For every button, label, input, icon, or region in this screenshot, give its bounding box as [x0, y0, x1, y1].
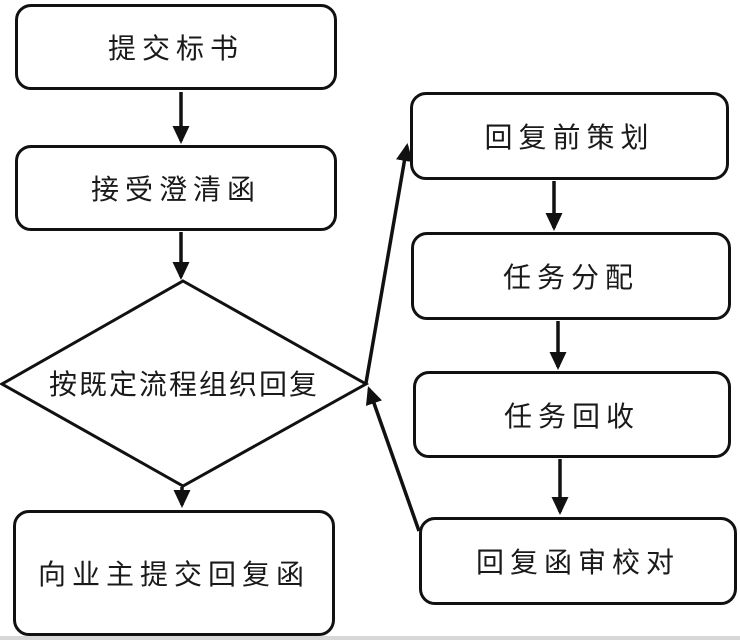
node-task-allocation-label: 任务分配 — [502, 263, 639, 294]
node-pre-reply-planning: 回复前策划 — [410, 92, 729, 180]
node-organize-reply-label: 按既定流程组织回复 — [34, 355, 334, 411]
node-task-collection: 任务回收 — [413, 371, 731, 458]
node-receive-clarification: 接受澄清函 — [15, 145, 337, 231]
node-submit-reply-to-owner: 向业主提交回复函 — [13, 510, 335, 636]
scan-artifact-strip — [0, 636, 740, 640]
node-submit-bid-label: 提交标书 — [107, 34, 244, 65]
node-organize-reply-text: 按既定流程组织回复 — [48, 370, 319, 401]
node-reply-letter-review: 回复函审校对 — [419, 517, 737, 605]
node-reply-letter-review-label: 回复函审校对 — [475, 548, 680, 579]
decision-diamond — [0, 279, 370, 488]
node-task-collection-label: 任务回收 — [503, 401, 640, 433]
node-submit-reply-to-owner-label: 向业主提交回复函 — [37, 560, 310, 591]
arrow-decision-to-pre-reply-planning — [364, 143, 413, 384]
node-pre-reply-planning-label: 回复前策划 — [484, 123, 655, 154]
arrow-reply-review-to-decision — [365, 386, 421, 532]
node-submit-bid: 提交标书 — [15, 4, 337, 90]
node-task-allocation: 任务分配 — [411, 232, 731, 320]
node-receive-clarification-label: 接受澄清函 — [90, 175, 261, 206]
